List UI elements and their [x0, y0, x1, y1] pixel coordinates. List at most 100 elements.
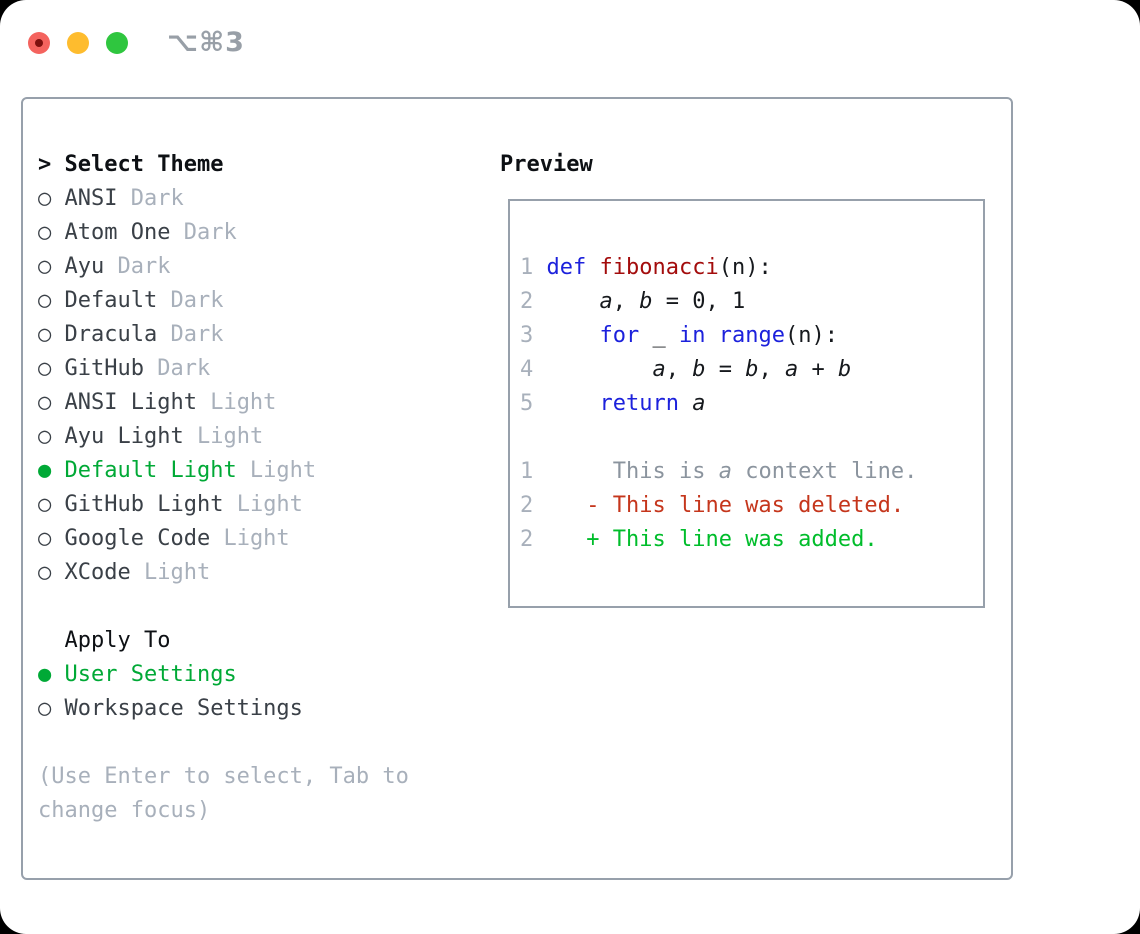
radio-icon: ○ — [38, 220, 65, 245]
text-segment: b — [639, 289, 653, 314]
text-segment: ANSI Light — [64, 390, 197, 415]
theme-option-dracula[interactable]: ○ Dracula Dark — [38, 318, 409, 352]
text-segment: Workspace Settings — [64, 696, 303, 721]
window-shortcut-label: ⌥⌘3 — [167, 27, 245, 58]
radio-icon: ○ — [38, 390, 65, 415]
diff-marker — [586, 459, 613, 484]
theme-picker-panel — [21, 97, 1013, 880]
text-segment: return — [599, 391, 679, 416]
text-segment: Google Code — [64, 526, 211, 551]
minimize-button[interactable] — [67, 31, 89, 54]
variant-tag: Light — [210, 526, 290, 551]
text-segment: = 0, 1 — [652, 289, 746, 314]
hint-line-2: change focus) — [38, 794, 409, 828]
radio-icon: ○ — [38, 356, 65, 381]
theme-menu: > Select Theme○ ANSI Dark○ Atom One Dark… — [38, 148, 409, 828]
text-segment: a — [692, 391, 706, 416]
text-segment — [533, 493, 586, 518]
spacer-row — [38, 726, 409, 760]
maximize-button[interactable] — [106, 31, 128, 54]
text-segment: This line was added. — [612, 527, 878, 552]
theme-option-ayu[interactable]: ○ Ayu Dark — [38, 250, 409, 284]
hint-line-1: (Use Enter to select, Tab to — [38, 760, 409, 794]
radio-icon: ○ — [38, 560, 65, 585]
text-segment: for — [599, 323, 640, 348]
line-number: 1 — [520, 459, 534, 484]
radio-icon: ○ — [38, 492, 65, 517]
text-segment: Apply To — [38, 628, 171, 653]
text-segment: a — [599, 289, 613, 314]
variant-tag: Dark — [117, 186, 184, 211]
text-segment: b — [837, 357, 852, 382]
theme-option-default[interactable]: ○ Default Dark — [38, 284, 409, 318]
theme-option-github[interactable]: ○ GitHub Dark — [38, 352, 409, 386]
text-segment — [586, 255, 599, 280]
variant-tag: Dark — [157, 322, 224, 347]
text-segment — [533, 459, 586, 484]
text-segment: GitHub — [64, 356, 144, 381]
radio-icon: ○ — [38, 288, 65, 313]
text-segment: Dracula — [64, 322, 158, 347]
text-segment: (n): — [718, 255, 772, 280]
variant-tag: Light — [196, 390, 277, 415]
text-segment: , — [665, 357, 693, 382]
diff-line-del: 2 - This line was deleted. — [520, 489, 917, 523]
radio-icon: ○ — [38, 322, 65, 347]
line-number: 4 — [520, 357, 547, 382]
text-segment: (Use Enter to select, Tab to — [38, 764, 409, 789]
text-segment: , — [612, 289, 640, 314]
text-segment: ANSI — [64, 186, 118, 211]
line-number: 5 — [520, 391, 547, 416]
theme-option-ayu-light[interactable]: ○ Ayu Light Light — [38, 420, 409, 454]
text-segment: _ — [639, 323, 679, 348]
preview-title: Preview — [500, 152, 593, 177]
radio-icon: ○ — [38, 186, 65, 211]
text-segment: XCode — [64, 560, 131, 585]
text-segment: b — [745, 357, 759, 382]
variant-tag: Dark — [143, 356, 211, 381]
text-segment: = — [705, 357, 746, 382]
radio-icon: ● — [38, 662, 65, 687]
apply-option-workspace-settings[interactable]: ○ Workspace Settings — [38, 692, 409, 726]
text-segment — [533, 527, 586, 552]
spacer-row — [38, 590, 409, 624]
theme-option-google-code[interactable]: ○ Google Code Light — [38, 522, 409, 556]
code-line: 3 for _ in range(n): — [520, 319, 917, 353]
theme-option-ansi[interactable]: ○ ANSI Dark — [38, 182, 409, 216]
code-line: 1 def fibonacci(n): — [520, 251, 917, 285]
diff-marker: + — [586, 527, 613, 552]
text-segment: Default Light — [64, 458, 237, 483]
text-segment: User Settings — [64, 662, 237, 687]
diff-marker: - — [586, 493, 613, 518]
theme-option-github-light[interactable]: ○ GitHub Light Light — [38, 488, 409, 522]
radio-icon: ○ — [38, 424, 65, 449]
radio-icon: ○ — [38, 254, 65, 279]
text-segment: def — [546, 255, 587, 280]
text-segment — [679, 391, 692, 416]
text-segment — [547, 391, 600, 416]
text-segment: context line. — [731, 459, 918, 484]
theme-option-atom-one[interactable]: ○ Atom One Dark — [38, 216, 409, 250]
text-segment: Default — [64, 288, 158, 313]
apply-to-title: Apply To — [38, 624, 409, 658]
text-segment: in — [678, 323, 706, 348]
apply-option-user-settings[interactable]: ● User Settings — [38, 658, 409, 692]
theme-option-default-light[interactable]: ● Default Light Light — [38, 454, 409, 488]
code-line: 4 a, b = b, a + b — [520, 353, 917, 387]
theme-option-ansi-light[interactable]: ○ ANSI Light Light — [38, 386, 409, 420]
text-segment: b — [692, 357, 706, 382]
text-segment: a — [652, 357, 666, 382]
text-segment — [547, 289, 600, 314]
radio-icon: ○ — [38, 696, 65, 721]
theme-option-xcode[interactable]: ○ XCode Light — [38, 556, 409, 590]
variant-tag: Dark — [170, 220, 237, 245]
text-segment: This is — [612, 459, 719, 484]
variant-tag: Light — [130, 560, 211, 585]
text-segment: (n): — [784, 323, 838, 348]
text-segment — [705, 323, 718, 348]
text-segment: Ayu Light — [64, 424, 184, 449]
variant-tag: Light — [236, 458, 317, 483]
close-button[interactable] — [28, 31, 50, 54]
text-segment: Ayu — [64, 254, 105, 279]
